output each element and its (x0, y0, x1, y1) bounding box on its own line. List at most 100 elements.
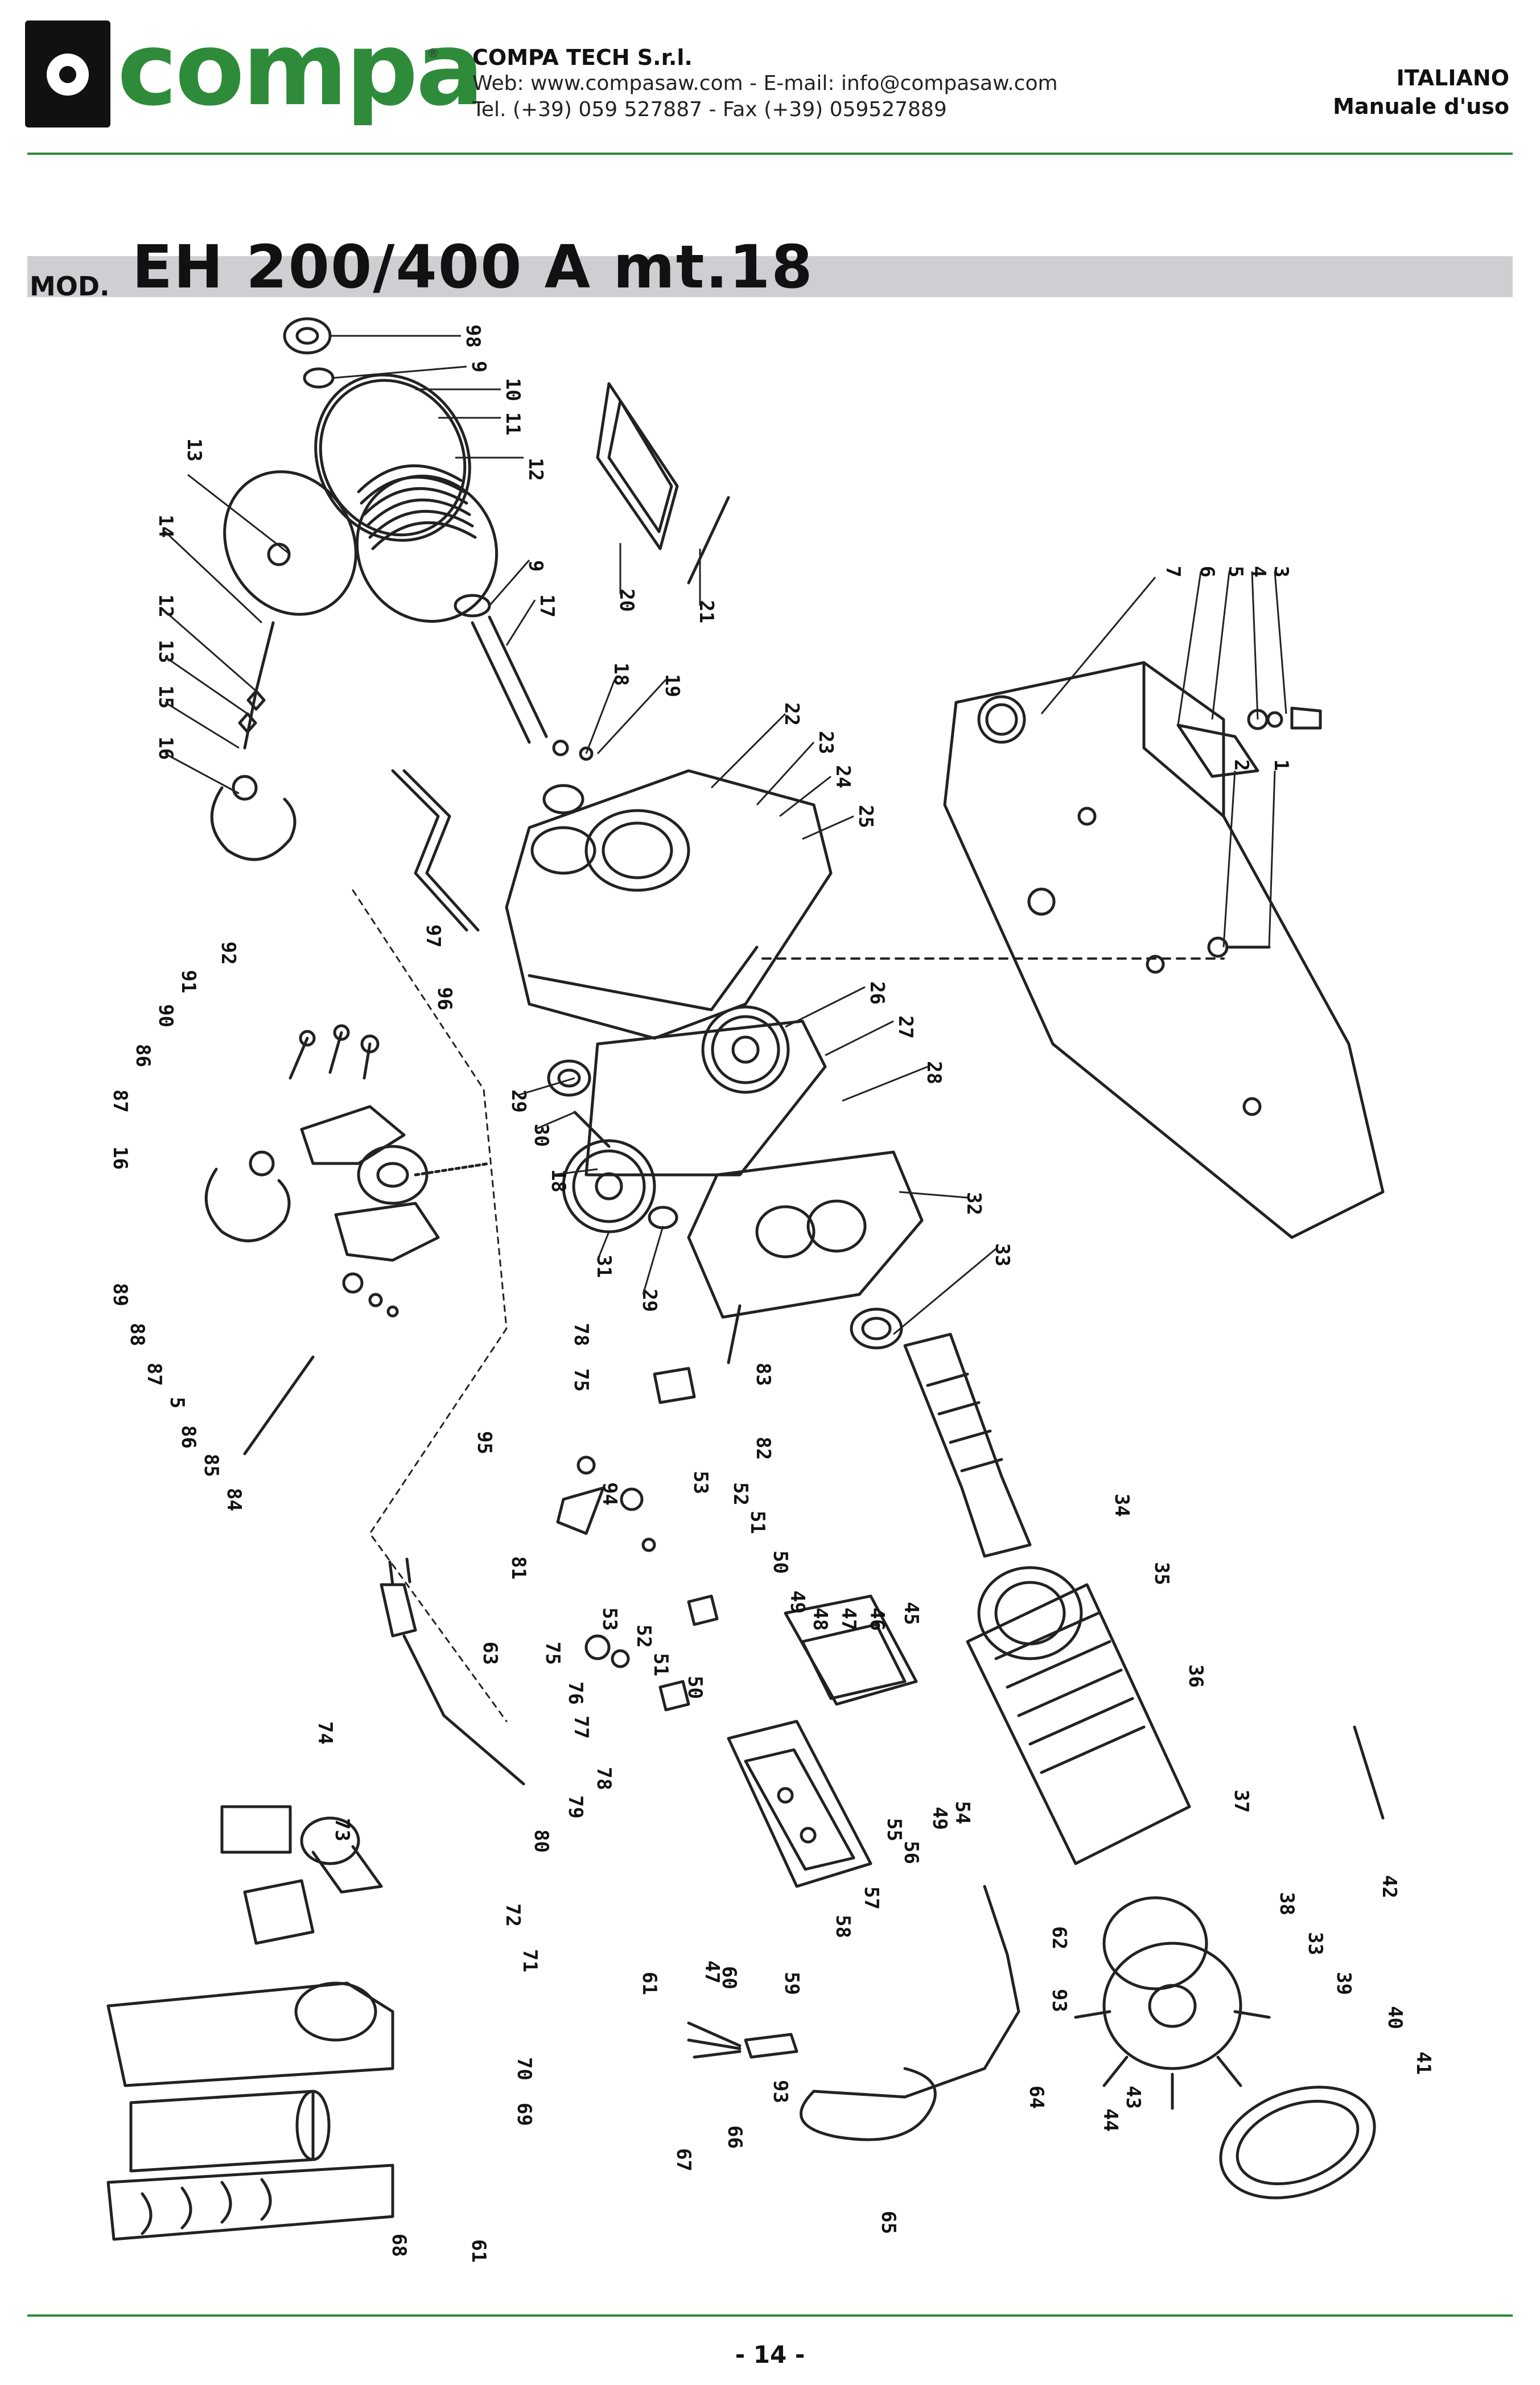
gear-train (547, 1005, 827, 1233)
compa-logo: compa ® (25, 16, 484, 128)
leader-lines (164, 335, 1287, 1335)
svg-text:80: 80 (530, 1829, 553, 1853)
model-name: EH 200/400 A mt.18 (132, 232, 814, 302)
motor-fan (1074, 1725, 1385, 2199)
model-title-bar (27, 256, 1513, 297)
svg-text:74: 74 (314, 1721, 336, 1745)
drum-assembly (223, 317, 594, 761)
svg-text:77: 77 (570, 1716, 592, 1739)
cable-and-plug (380, 1557, 1020, 2141)
svg-text:49: 49 (928, 1807, 951, 1830)
svg-text:67: 67 (672, 2148, 695, 2172)
svg-text:82: 82 (752, 1437, 775, 1460)
svg-text:75: 75 (541, 1642, 564, 1665)
svg-text:34: 34 (1110, 1494, 1133, 1517)
svg-text:12: 12 (524, 458, 547, 481)
svg-text:50: 50 (769, 1551, 792, 1574)
company-web-email: Web: www.compasaw.com - E-mail: info@com… (472, 72, 1058, 95)
svg-text:90: 90 (154, 1004, 177, 1027)
company-phone-fax: Tel. (+39) 059 527887 - Fax (+39) 059527… (472, 98, 947, 121)
svg-text:41: 41 (1412, 2051, 1435, 2075)
svg-text:95: 95 (473, 1431, 496, 1454)
svg-text:81: 81 (507, 1556, 530, 1580)
pulley-block (204, 1024, 491, 1455)
svg-text:75: 75 (570, 1368, 592, 1392)
svg-text:53: 53 (598, 1607, 621, 1631)
svg-text:13: 13 (183, 438, 205, 462)
svg-text:5: 5 (166, 1397, 188, 1408)
svg-text:48: 48 (809, 1607, 831, 1631)
svg-text:63: 63 (479, 1642, 501, 1665)
svg-text:2: 2 (1230, 759, 1253, 771)
svg-text:51: 51 (746, 1511, 769, 1534)
svg-text:86: 86 (177, 1425, 200, 1449)
svg-text:54: 54 (951, 1801, 974, 1824)
svg-text:83: 83 (752, 1363, 775, 1386)
svg-text:64: 64 (1025, 2086, 1048, 2109)
svg-text:46: 46 (866, 1607, 888, 1631)
gear-cover (687, 1150, 924, 1350)
svg-text:85: 85 (200, 1454, 223, 1477)
svg-text:4: 4 (1247, 566, 1270, 577)
exploded-parts-diagram: 98 9 10 11 12 13 14 12 13 15 16 9 17 20 … (106, 317, 1435, 2263)
svg-text:97: 97 (422, 924, 444, 948)
svg-text:9: 9 (467, 361, 490, 372)
svg-text:7: 7 (1162, 566, 1184, 577)
svg-text:42: 42 (1378, 1875, 1401, 1898)
svg-text:51: 51 (649, 1653, 672, 1676)
svg-text:69: 69 (513, 2103, 536, 2126)
svg-text:28: 28 (923, 1061, 945, 1084)
logo-mark-icon (25, 20, 110, 128)
svg-text:86: 86 (131, 1044, 154, 1067)
company-name: COMPA TECH S.r.l. (472, 45, 693, 70)
svg-text:70: 70 (513, 2057, 536, 2080)
svg-text:40: 40 (1383, 2006, 1406, 2029)
svg-text:17: 17 (536, 594, 558, 618)
svg-text:3: 3 (1270, 566, 1292, 577)
svg-text:72: 72 (501, 1903, 524, 1927)
svg-text:66: 66 (723, 2125, 746, 2149)
svg-text:6: 6 (1196, 566, 1218, 577)
hook-chain (210, 621, 297, 861)
svg-text:1: 1 (1270, 759, 1292, 771)
svg-text:87: 87 (143, 1363, 166, 1386)
svg-text:58: 58 (831, 1915, 854, 1938)
svg-text:87: 87 (109, 1089, 131, 1113)
svg-text:32: 32 (962, 1192, 985, 1215)
svg-text:88: 88 (126, 1323, 149, 1346)
svg-text:11: 11 (501, 412, 524, 435)
svg-text:61: 61 (467, 2239, 490, 2263)
svg-text:14: 14 (154, 515, 177, 538)
svg-text:92: 92 (217, 941, 240, 965)
svg-text:43: 43 (1122, 2086, 1144, 2109)
svg-text:55: 55 (883, 1818, 905, 1841)
svg-text:45: 45 (900, 1602, 923, 1625)
svg-text:13: 13 (154, 640, 177, 663)
svg-text:31: 31 (592, 1255, 615, 1278)
footer-divider (27, 2314, 1513, 2317)
svg-text:25: 25 (854, 805, 877, 828)
svg-text:29: 29 (638, 1289, 661, 1312)
mounting-bracket (943, 661, 1385, 1239)
svg-text:76: 76 (564, 1681, 587, 1705)
svg-text:24: 24 (831, 765, 854, 788)
svg-text:26: 26 (866, 981, 888, 1005)
svg-text:38: 38 (1275, 1892, 1298, 1915)
model-prefix: MOD. (30, 271, 110, 302)
svg-text:33: 33 (1304, 1932, 1327, 1955)
svg-text:39: 39 (1332, 1972, 1355, 1995)
svg-text:59: 59 (780, 1972, 803, 1995)
svg-text:93: 93 (1048, 1989, 1070, 2012)
svg-text:71: 71 (518, 1949, 541, 1972)
company-info: COMPA TECH S.r.l. Web: www.compasaw.com … (472, 44, 1058, 123)
svg-text:49: 49 (786, 1590, 809, 1614)
svg-text:33: 33 (991, 1243, 1014, 1266)
svg-text:73: 73 (331, 1818, 353, 1841)
svg-text:56: 56 (900, 1841, 923, 1864)
motor-stator (966, 1566, 1191, 1865)
svg-text:61: 61 (638, 1972, 661, 1995)
svg-text:5: 5 (1224, 566, 1247, 577)
page-header: compa ® COMPA TECH S.r.l. Web: www.compa… (0, 0, 1540, 159)
svg-text:23: 23 (814, 731, 837, 754)
svg-text:12: 12 (154, 594, 177, 618)
